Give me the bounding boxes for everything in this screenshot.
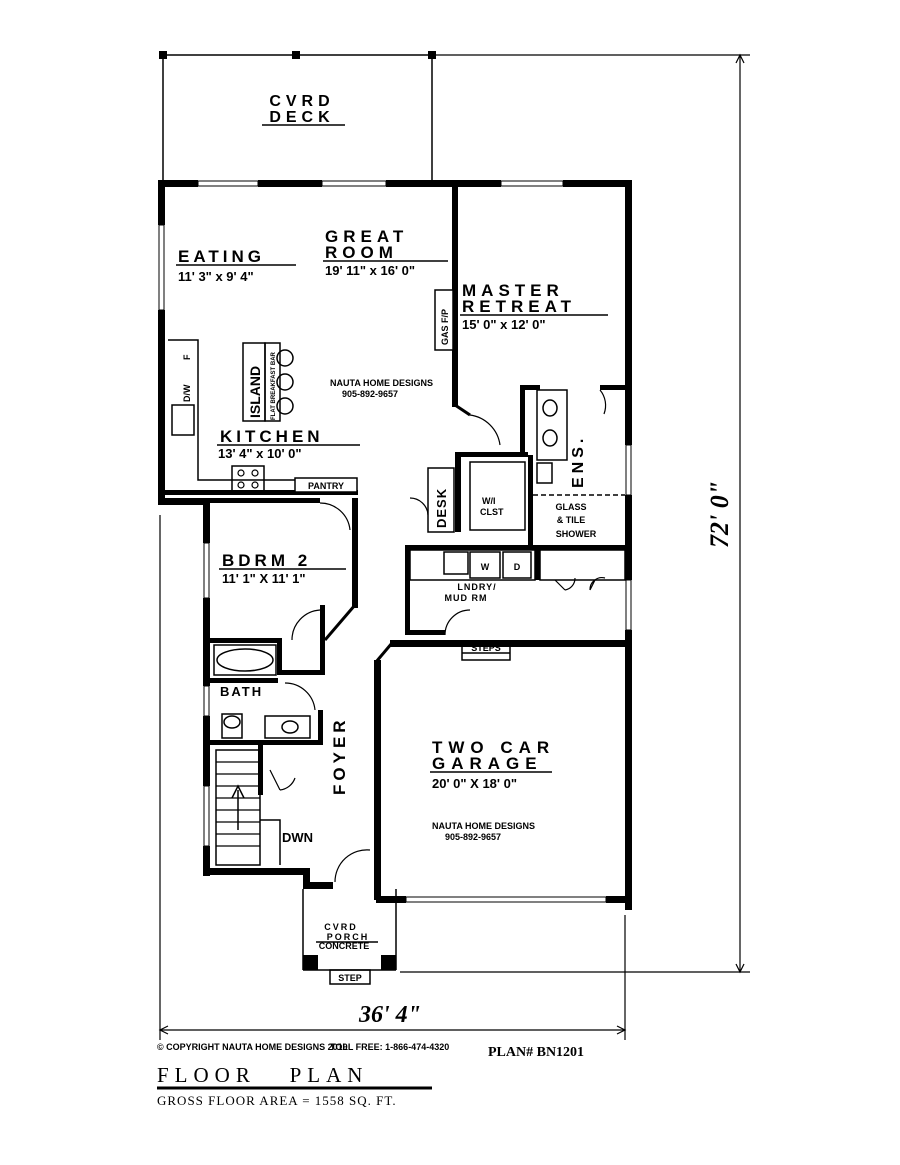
- dwn-label: DWN: [282, 830, 313, 845]
- master-size: 15' 0" x 12' 0": [462, 317, 546, 332]
- porch-label-2: PORCH: [327, 932, 370, 942]
- porch-step-label: STEP: [338, 973, 362, 983]
- bdrm2-size: 11' 1" X 11' 1": [222, 571, 306, 586]
- great-room-size: 19' 11" x 16' 0": [325, 263, 415, 278]
- garage-label-1: TWO CAR: [432, 738, 555, 757]
- desk-label: DESK: [434, 488, 449, 528]
- dimension-lines: [158, 53, 750, 1040]
- island-sub-label: FLAT BREAKFAST BAR: [271, 351, 277, 420]
- master-label-2: RETREAT: [462, 297, 576, 316]
- height-dimension: 72' 0": [705, 481, 734, 548]
- ens-label: ENS.: [570, 435, 587, 488]
- stairs: [215, 749, 281, 866]
- copyright-text: © COPYRIGHT NAUTA HOME DESIGNS 2019: [157, 1042, 348, 1052]
- great-room-label-2: ROOM: [325, 243, 398, 262]
- kitchen-size: 13' 4" x 10' 0": [218, 446, 302, 461]
- garage-size: 20' 0" X 18' 0": [432, 776, 517, 791]
- porch-label-1: CVRD: [324, 922, 358, 932]
- laundry-label-2: MUD RM: [445, 593, 488, 603]
- exterior-walls: [158, 180, 632, 910]
- kitchen-label: KITCHEN: [220, 427, 324, 446]
- great-room-label-1: GREAT: [325, 227, 408, 246]
- island-label: ISLAND: [247, 366, 263, 418]
- washer-label: W: [481, 562, 490, 572]
- toll-free-text: TOLL FREE: 1-866-474-4320: [330, 1042, 449, 1052]
- shower-label-1: GLASS: [555, 502, 586, 512]
- fixtures: [168, 339, 568, 739]
- garage-steps-label: STEPS: [471, 643, 501, 653]
- deck-label-2: DECK: [269, 109, 334, 126]
- master-label-1: MASTER: [462, 281, 564, 300]
- dishwasher-label: D/W: [182, 384, 192, 402]
- watermark-line-2: 905-892-9657: [342, 389, 398, 399]
- foyer-label: FOYER: [330, 716, 349, 795]
- laundry-label-1: LNDRY/: [457, 582, 496, 592]
- gas-fp-label: GAS F/P: [440, 309, 450, 345]
- watermark-line-1: NAUTA HOME DESIGNS: [330, 378, 433, 388]
- plan-number: PLAN# BN1201: [488, 1045, 584, 1060]
- bath-label: BATH: [220, 684, 263, 699]
- gross-floor-area: GROSS FLOOR AREA = 1558 SQ. FT.: [157, 1093, 397, 1108]
- eating-size: 11' 3" x 9' 4": [178, 269, 254, 284]
- wi-closet-label-2: CLST: [480, 507, 504, 517]
- wi-closet-label-1: W/I: [482, 496, 496, 506]
- dryer-label: D: [514, 562, 521, 572]
- fridge-label: F: [182, 354, 192, 360]
- width-dimension: 36' 4": [358, 1002, 421, 1028]
- deck-label-1: CVRD: [269, 93, 334, 110]
- bdrm2-label: BDRM 2: [222, 551, 311, 570]
- watermark-line-2-garage: 905-892-9657: [445, 832, 501, 842]
- shower-label-3: SHOWER: [556, 529, 597, 539]
- shower-label-2: & TILE: [557, 515, 586, 525]
- eating-label: EATING: [178, 247, 265, 266]
- garage-label-2: GARAGE: [432, 754, 543, 773]
- porch: [302, 889, 397, 985]
- floor-plan-title: FLOOR PLAN: [157, 1063, 368, 1087]
- watermark-line-1-garage: NAUTA HOME DESIGNS: [432, 821, 535, 831]
- pantry-label: PANTRY: [308, 481, 344, 491]
- doors: [269, 389, 607, 883]
- porch-label-3: CONCRETE: [319, 941, 370, 951]
